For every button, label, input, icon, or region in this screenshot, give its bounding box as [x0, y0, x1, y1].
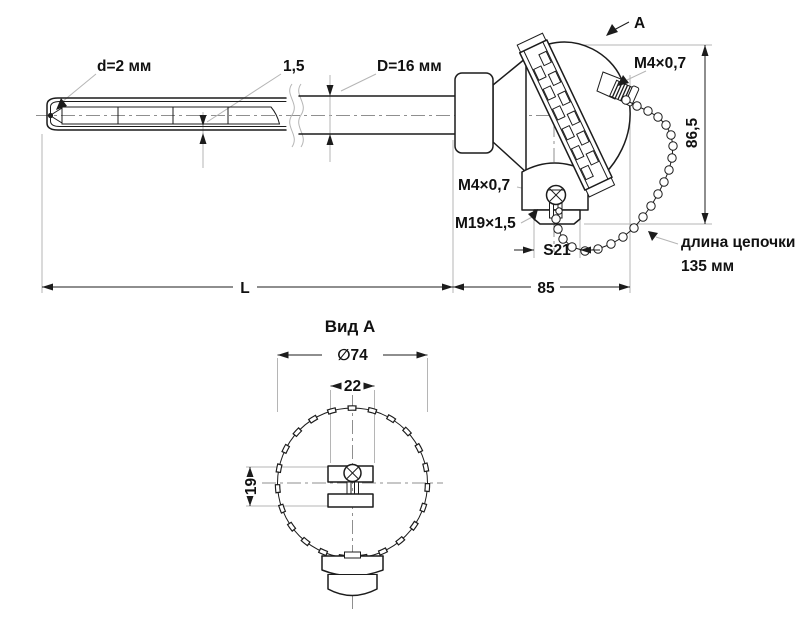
label-wrench-size: S21 [543, 242, 571, 259]
dim-terminal-width: 22 [330, 378, 375, 395]
break-symbol [289, 83, 304, 148]
dim-insulation: 1,5 [199, 58, 305, 144]
cap-chain [551, 95, 678, 256]
cap-assembly [596, 71, 640, 107]
head-collar [454, 72, 494, 154]
label-head-height: 86,5 [684, 118, 701, 149]
label-probe-length: L [240, 280, 249, 297]
dim-sheath-diameter: D=16 мм [326, 58, 442, 145]
cover-band [516, 32, 616, 198]
dim-head-height: 86,5 [684, 45, 709, 224]
label-fitting-thread: M19×1,5 [455, 215, 516, 232]
probe-sheath [46, 97, 287, 131]
dim-wrench-size: S21 [514, 242, 600, 259]
label-outer-diameter: ∅74 [337, 347, 368, 364]
dim-terminal-height: 19 [243, 467, 260, 506]
label-head-length: 85 [537, 280, 555, 297]
cover-vent-slots [533, 50, 600, 181]
dim-head-length: 85 [453, 280, 630, 297]
stem-tube [298, 95, 456, 135]
label-chain-note-1: длина цепочки [681, 234, 795, 251]
label-section-a: А [634, 15, 645, 32]
connection-head [454, 32, 678, 256]
chain-note: длина цепочки 135 мм [648, 231, 795, 275]
dim-probe-length: L [42, 280, 453, 297]
thermocouple-element [47, 106, 281, 125]
label-chain-note-2: 135 мм [681, 258, 734, 275]
dim-cap-thread: M4×0,7 [618, 55, 686, 86]
head-neck [492, 57, 527, 173]
label-sheath-diameter: D=16 мм [377, 58, 442, 75]
label-terminal-height: 19 [243, 478, 260, 496]
detail-neck [321, 551, 384, 597]
section-arrow: А [606, 15, 645, 36]
label-insulation: 1,5 [283, 58, 305, 75]
detail-view-title: Вид А [325, 317, 376, 336]
dim-tip-diameter: d=2 мм [56, 58, 151, 110]
label-cap-thread: M4×0,7 [634, 55, 686, 72]
dim-outer-diameter: ∅74 [277, 347, 428, 364]
junction-bead [47, 112, 54, 119]
label-tip-diameter: d=2 мм [97, 58, 151, 75]
detail-view: Вид А [243, 317, 443, 612]
detail-terminal-block [327, 463, 374, 508]
label-terminal-width: 22 [344, 378, 361, 395]
label-terminal-screw: M4×0,7 [458, 177, 510, 194]
dim-fitting-thread: M19×1,5 [455, 209, 538, 232]
terminal-screw [545, 184, 567, 219]
